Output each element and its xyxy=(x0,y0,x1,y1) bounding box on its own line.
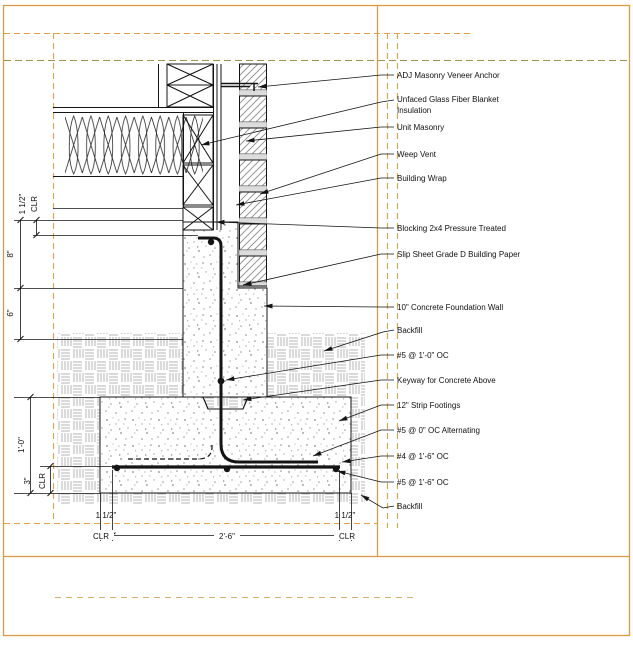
viewport-frame xyxy=(2,4,631,637)
rim-blocking-x xyxy=(182,164,214,206)
rebar-section-dot xyxy=(332,465,340,473)
label-strip-footing: 12" Strip Footings xyxy=(397,401,460,410)
wood-framing xyxy=(53,63,222,231)
label-wall-rebar: #5 @ 1'-0" OC xyxy=(397,351,449,360)
dim-bottom-left-clr-value: 1 1/2" xyxy=(96,511,117,520)
dim-bottom-left-clr-label: CLR xyxy=(93,532,109,541)
leader-insulation xyxy=(200,99,395,146)
label-backfill-upper: Backfill xyxy=(397,326,423,335)
dim-6in: 6" xyxy=(6,309,15,316)
leader-veneer-anchor xyxy=(257,74,394,89)
annotation-texts: ADJ Masonry Veneer Anchor Unfaced Glass … xyxy=(397,71,521,511)
leader-wall-rebar xyxy=(225,354,394,382)
leader-weep-vent xyxy=(259,153,394,195)
brick xyxy=(239,95,267,123)
detail-section xyxy=(53,63,365,505)
dim-clr-bot-label: CLR xyxy=(38,473,47,489)
strip-footing xyxy=(99,396,352,494)
label-keyway: Keyway for Concrete Above xyxy=(397,376,496,385)
rebar xyxy=(112,236,340,473)
dim-bottom-right-clr-value: 1 1/2" xyxy=(335,511,356,520)
brick xyxy=(239,127,267,155)
label-unit-masonry: Unit Masonry xyxy=(397,123,444,132)
dimensions: 1 1/2" CLR 8" 6" 1'-0" 3" CLR 1 1/2" CLR… xyxy=(6,194,360,541)
leader-slip-sheet xyxy=(242,253,394,286)
unit-masonry-veneer xyxy=(239,63,267,289)
leader-building-wrap xyxy=(235,177,394,206)
rebar-section-dot xyxy=(223,465,231,473)
label-insulation-line1: Unfaced Glass Fiber Blanket xyxy=(397,95,500,104)
viewport-dashed-orange xyxy=(4,32,470,528)
label-bottom-bar-5: #5 @ 1'-6" OC xyxy=(397,478,449,487)
label-bottom-bar-4: #4 @ 1'-6" OC xyxy=(397,452,449,461)
label-weep-vent: Weep Vent xyxy=(397,150,437,159)
annotation-leaders xyxy=(200,74,395,509)
brick xyxy=(239,255,267,283)
leader-bottom-bar-5 xyxy=(336,470,394,483)
leader-strip-footing xyxy=(338,404,394,422)
vertical-dowel-with-hook xyxy=(198,236,318,464)
dimension-texts: 1 1/2" CLR 8" 6" 1'-0" 3" CLR 1 1/2" CLR… xyxy=(6,194,355,541)
blocking-x xyxy=(166,63,214,86)
dim-footing-width: 2'-6" xyxy=(219,532,235,541)
leader-bottom-bar-4 xyxy=(341,455,394,464)
label-building-wrap: Building Wrap xyxy=(397,174,447,183)
dim-clr-top-label: CLR xyxy=(30,196,39,212)
leader-unit-masonry xyxy=(245,126,394,143)
dim-clr-bot-value: 3" xyxy=(23,477,32,484)
label-insulation-line2: Insulation xyxy=(397,106,431,115)
sheet-border-rect xyxy=(2,4,631,637)
anchor-shape xyxy=(221,82,258,91)
rebar-section-dot xyxy=(207,238,215,246)
label-foundation-wall: 10" Concrete Foundation Wall xyxy=(397,303,503,312)
label-alternating-bar: #5 @ 0" OC Alternating xyxy=(397,426,480,435)
glass-fiber-blanket-insulation xyxy=(65,115,203,175)
mortar-joint xyxy=(239,121,267,129)
dim-8in: 8" xyxy=(6,250,15,257)
dim-clr-top-value: 1 1/2" xyxy=(18,194,27,215)
leader-keyway xyxy=(242,379,394,402)
brick xyxy=(239,159,267,187)
brick xyxy=(239,223,267,251)
dim-text-mask xyxy=(214,530,240,540)
mortar-joint xyxy=(239,249,267,257)
rebar-section-dot xyxy=(113,464,121,472)
mortar-joint xyxy=(239,153,267,161)
rim-blocking-x xyxy=(182,114,214,164)
rebar-section-dot xyxy=(217,377,225,385)
label-blocking: Blocking 2x4 Pressure Treated xyxy=(397,224,506,233)
label-backfill-lower: Backfill xyxy=(397,502,423,511)
blocking-x xyxy=(166,84,214,108)
mortar-joint xyxy=(239,185,267,193)
alternating-bar-dashed xyxy=(128,442,213,460)
label-veneer-anchor: ADJ Masonry Veneer Anchor xyxy=(397,71,500,80)
label-slip-sheet: Slip Sheet Grade D Building Paper xyxy=(397,250,521,259)
leader-backfill-upper xyxy=(323,329,395,352)
masonry-veneer-anchor xyxy=(221,82,258,91)
sheet-border xyxy=(2,4,631,637)
extension-lines xyxy=(14,208,352,541)
dim-1ft0in: 1'-0" xyxy=(17,437,26,453)
dim-text-mask xyxy=(88,530,114,540)
pt-blocking-x xyxy=(182,206,214,231)
dim-bottom-right-clr-label: CLR xyxy=(339,532,355,541)
leader-foundation-wall xyxy=(263,303,394,309)
leader-alternating-bar xyxy=(312,429,394,457)
leader-blocking xyxy=(215,219,394,229)
dim-text-mask xyxy=(334,530,360,540)
mortar-joint xyxy=(239,89,267,97)
brick xyxy=(239,191,267,219)
leader-backfill-lower xyxy=(360,494,395,509)
